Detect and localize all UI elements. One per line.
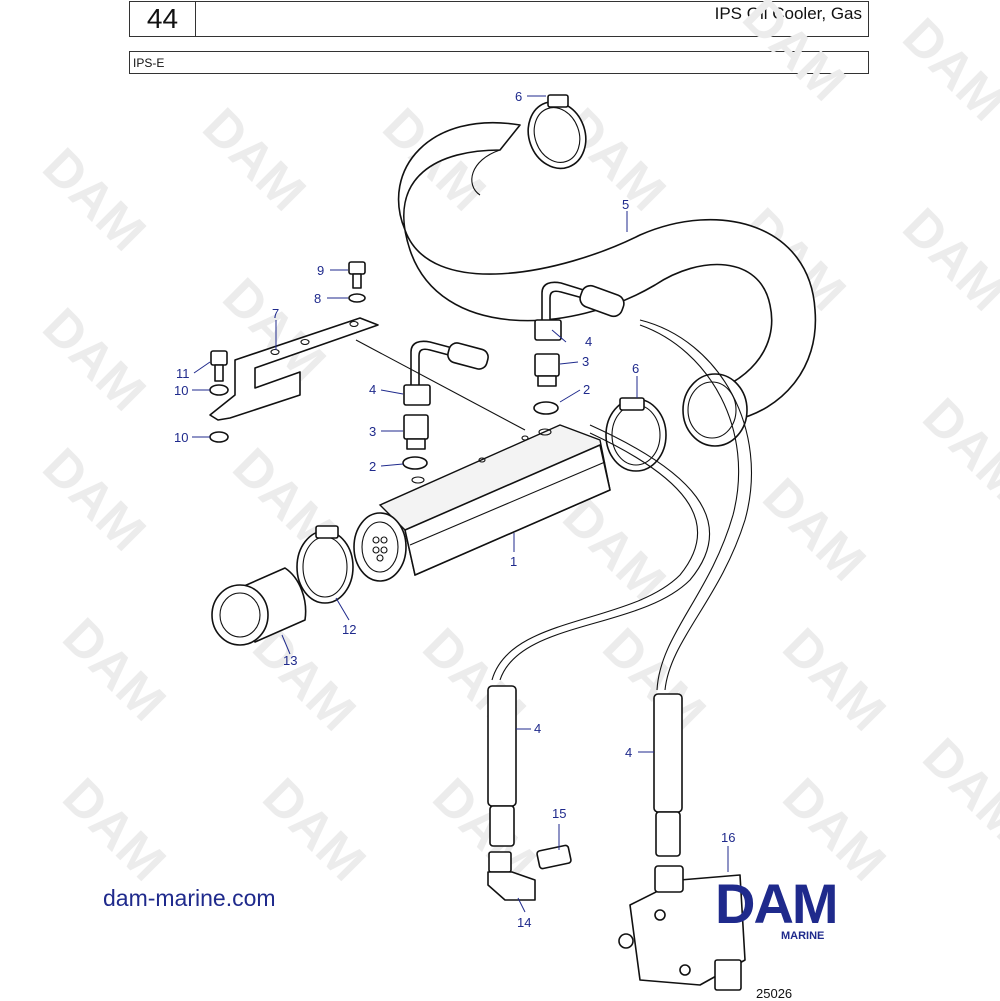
- callout-8: 8: [314, 291, 321, 306]
- callout-labels: 6 5 9 8 7 4 3 2 6 11 10 4 10 3 2 1 12 13…: [174, 89, 735, 930]
- watermark-text: DAM: [192, 97, 317, 222]
- callout-5: 5: [622, 197, 629, 212]
- callout-9: 9: [317, 263, 324, 278]
- callout-15: 15: [552, 806, 566, 821]
- watermark-text: DAM: [912, 387, 1000, 512]
- callout-1: 1: [510, 554, 517, 569]
- callout-3-upper-right: 3: [582, 354, 589, 369]
- hose-end-right: [682, 373, 748, 447]
- hose-4-lower-right: [653, 693, 683, 857]
- hose-clamp-12: [296, 525, 354, 604]
- watermark-text: DAM: [772, 617, 897, 742]
- pipe-right: [541, 281, 625, 323]
- washer-8: [348, 293, 366, 303]
- callout-6-top: 6: [515, 89, 522, 104]
- page-number: 44: [130, 2, 196, 36]
- nut-4-left: [403, 384, 431, 406]
- watermark-text: DAM: [32, 437, 157, 562]
- callout-2-upper-right: 2: [583, 382, 590, 397]
- callout-10-top: 10: [174, 383, 188, 398]
- oil-cooler-1: [353, 424, 611, 582]
- callout-4-lower-right: 4: [625, 745, 632, 760]
- callout-4-lower-left: 4: [534, 721, 541, 736]
- seal-2-left: [402, 456, 428, 470]
- pump-16: [618, 865, 746, 991]
- callout-13: 13: [283, 653, 297, 668]
- hose-13: [211, 567, 307, 646]
- watermark-text: DAM: [892, 197, 1000, 322]
- union-3-right: [534, 353, 560, 387]
- callout-16: 16: [721, 830, 735, 845]
- callout-10-bottom: 10: [174, 430, 188, 445]
- callout-12: 12: [342, 622, 356, 637]
- hose-clamp-6-right: [605, 397, 667, 472]
- callout-14: 14: [517, 915, 531, 930]
- callout-2-upper-left: 2: [369, 459, 376, 474]
- drawing-reference: 25026: [756, 986, 793, 1001]
- hose-4-lower-left: [487, 685, 517, 847]
- washer-10-top: [209, 384, 229, 396]
- watermark-text: DAM: [212, 267, 337, 392]
- watermark-text: DAM: [412, 617, 537, 742]
- bracket-7: [209, 317, 379, 421]
- brand-logo: DAM MARINE: [715, 874, 895, 944]
- model-bar: IPS-E: [129, 51, 869, 74]
- washer-10-bottom: [209, 431, 229, 443]
- watermark-text: DAM: [252, 767, 377, 892]
- watermark-text: DAM: [32, 297, 157, 422]
- header-bar: 44 IPS Oil Cooler, Gas: [129, 1, 869, 37]
- callout-leaders: [192, 95, 729, 913]
- seal-2-right: [533, 401, 559, 415]
- callout-7: 7: [272, 306, 279, 321]
- logo-sub-text: MARINE: [781, 930, 825, 942]
- bolt-11: [210, 350, 228, 382]
- logo-main-text: DAM: [715, 872, 839, 935]
- callout-4-upper-right: 4: [585, 334, 592, 349]
- thin-hose-lines: [355, 319, 753, 691]
- watermark-text: DAM: [52, 607, 177, 732]
- union-3-left: [403, 414, 429, 450]
- callout-6-right: 6: [632, 361, 639, 376]
- watermark-text: DAM: [892, 7, 1000, 132]
- watermark-text: DAM: [422, 767, 547, 892]
- watermark-text: DAM: [912, 727, 1000, 852]
- nut-4-right: [534, 319, 562, 341]
- model-label: IPS-E: [133, 56, 165, 70]
- callout-3-upper-left: 3: [369, 424, 376, 439]
- adapter-15: [536, 844, 572, 870]
- pipe-left: [410, 340, 489, 389]
- elbow-14: [487, 851, 536, 901]
- callout-4-upper-left: 4: [369, 382, 376, 397]
- watermark-text: DAM: [752, 467, 877, 592]
- watermark-text: DAM: [732, 0, 857, 112]
- watermark-text: DAM: [32, 137, 157, 262]
- page-title: IPS Oil Cooler, Gas: [714, 4, 862, 23]
- callout-11: 11: [176, 366, 190, 381]
- website-link[interactable]: dam-marine.com: [103, 885, 276, 911]
- hose-clamp-6-top: [527, 94, 587, 170]
- bolt-9: [348, 261, 366, 289]
- watermark-text: DAM: [52, 767, 177, 892]
